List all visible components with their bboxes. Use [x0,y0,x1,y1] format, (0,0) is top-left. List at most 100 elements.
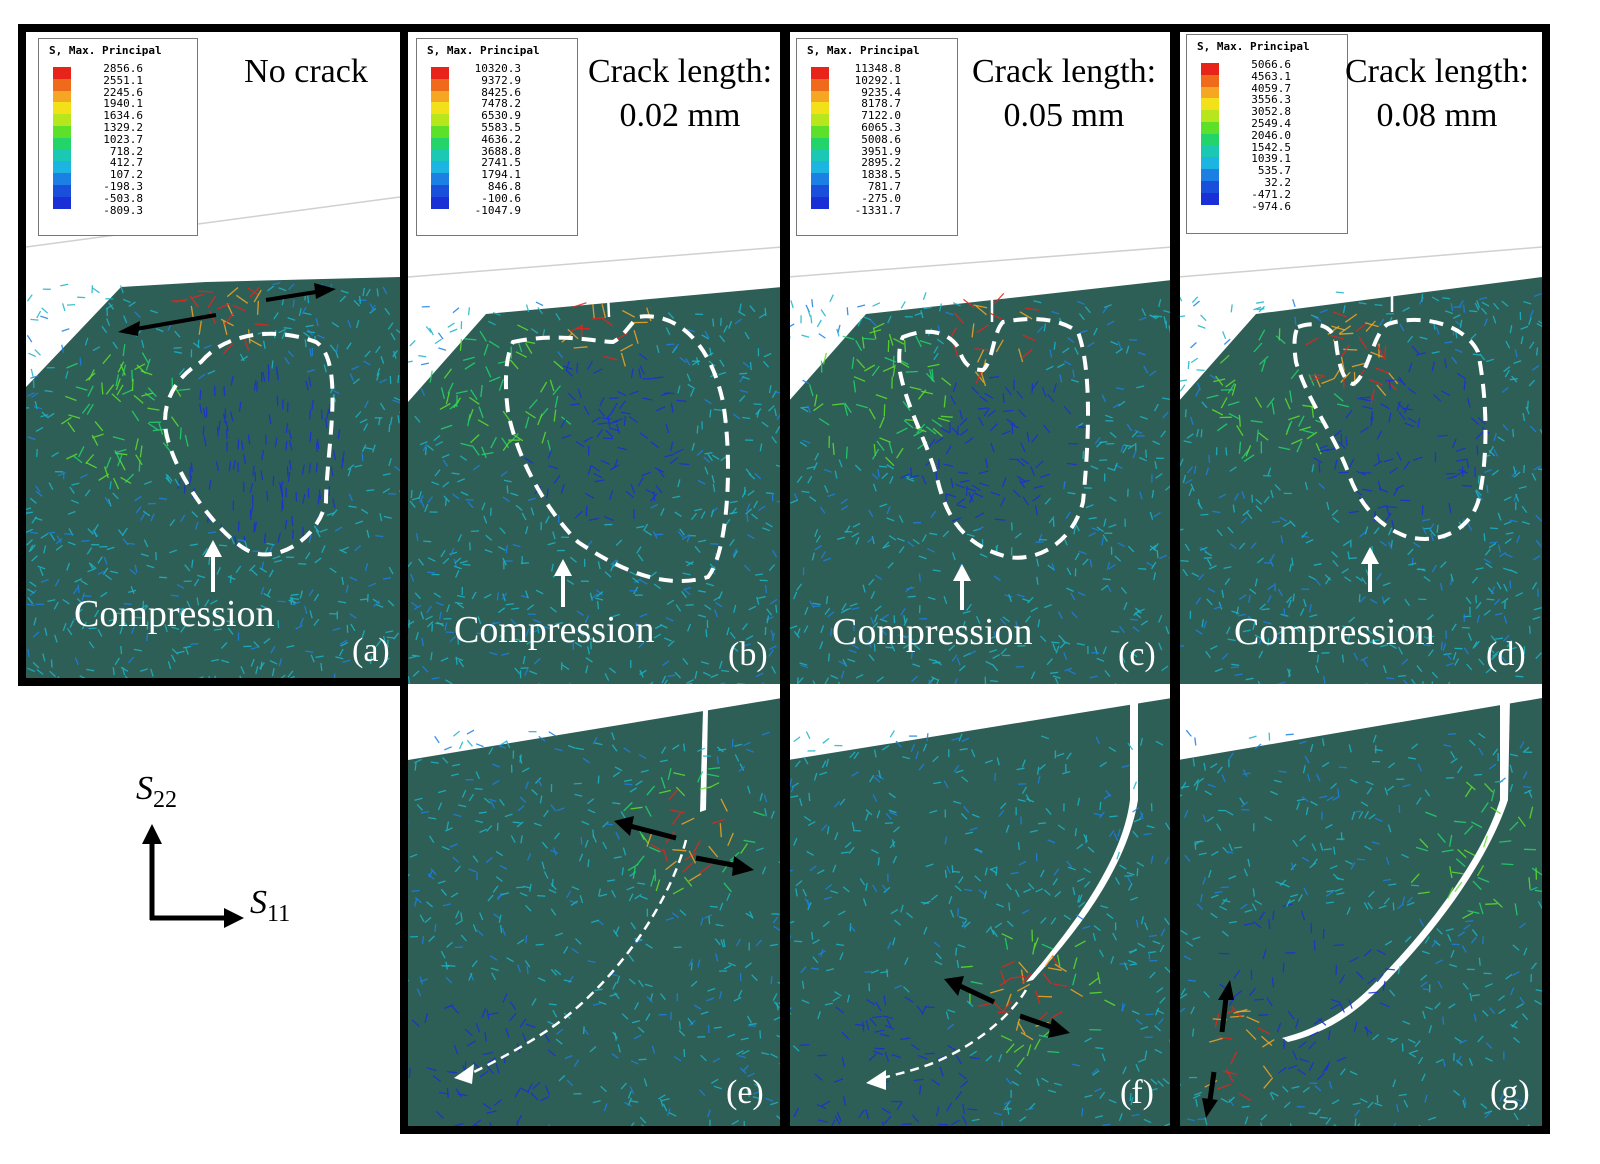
stress-vector [612,982,617,990]
stress-vector [1292,299,1296,307]
stress-vector [123,315,128,324]
stress-vector [1275,881,1284,886]
stress-vector [1383,878,1392,882]
stress-vector [1479,296,1488,301]
stress-vector [1199,893,1203,902]
stress-vector [390,332,396,341]
stress-vector [667,768,672,781]
stress-vector [901,1123,912,1126]
stress-vector [301,306,307,315]
stress-vector [1191,572,1200,578]
stress-vector [120,476,132,484]
stress-vector [27,596,34,605]
stress-vector [845,446,848,459]
stress-vector [864,812,870,821]
stress-vector [1016,475,1026,483]
stress-vector [431,676,440,680]
stress-vector [844,402,852,414]
stress-vector [1345,409,1353,419]
stress-vector [1370,410,1374,422]
caption-b: Crack length: 0.02 mm [580,50,780,138]
stress-vector [672,849,687,852]
stress-vector [1436,928,1443,935]
legend-swatch [53,78,71,91]
stress-vector [488,747,494,755]
stress-vector [1393,486,1400,497]
stress-vector [1240,517,1248,524]
stress-vector [1513,1037,1520,1044]
stress-vector [1245,444,1252,457]
stress-vector [414,415,421,423]
stress-vector [773,1016,782,1021]
stress-vector [1284,398,1291,410]
stress-vector [225,421,229,432]
stress-vector [1196,777,1205,784]
stress-vector [639,895,648,900]
stress-vector [461,789,467,798]
stress-vector [1511,375,1518,383]
stress-vector [638,353,648,361]
stress-vector [600,459,611,465]
stress-vector [1154,1025,1161,1032]
stress-vector [737,310,746,317]
stress-vector [933,352,939,361]
stress-vector [475,819,484,824]
stress-vector [638,979,644,988]
stress-vector [900,608,906,616]
stress-vector [309,432,312,443]
stress-vector [329,567,337,574]
stress-vector [1037,775,1041,784]
stress-vector [795,888,798,897]
stress-vector [842,1096,847,1107]
stress-vector [1448,681,1451,684]
stress-vector [1244,1116,1249,1125]
stress-vector [1042,972,1052,985]
stress-vector [684,852,697,861]
stress-vector [764,584,768,594]
stress-vector [851,606,860,611]
stress-vector [1088,517,1097,520]
stress-vector [1246,512,1253,520]
stress-vector [287,350,295,358]
stress-vector [1153,572,1157,581]
stress-vector [1191,1028,1195,1037]
stress-vector [610,563,615,572]
stress-vector [1195,388,1200,397]
stress-vector [502,440,511,451]
stress-vector [1230,1015,1245,1018]
stress-vector [430,761,439,764]
stress-vector [134,564,138,573]
stress-vector [956,425,959,436]
stress-vector [1514,349,1518,358]
stress-vector [855,339,863,352]
stress-vector [288,429,292,440]
stress-vector [1292,839,1299,847]
stress-vector [1467,910,1480,915]
stress-vector [253,641,260,648]
stress-vector [1135,1063,1140,1072]
stress-vector [1376,453,1381,464]
legend-swatch [1201,180,1219,193]
stress-vector [511,607,520,610]
stress-vector [995,339,1004,353]
stress-vector [47,599,56,603]
stress-vector [686,682,693,684]
stress-vector [1234,673,1243,677]
stress-vector [853,376,866,382]
stress-vector [315,318,319,327]
stress-vector [524,416,530,429]
stress-vector [872,1015,883,1019]
stress-vector [88,562,94,570]
stress-vector [1431,350,1440,354]
stress-vector [1308,575,1317,581]
stress-vector [1387,762,1396,769]
stress-vector [1020,442,1026,453]
stress-vector [1531,867,1542,876]
stress-vector [685,560,694,565]
stress-vector [636,546,642,554]
stress-vector [1453,1089,1461,1097]
stress-vector [432,1075,442,1083]
stress-vector [313,593,320,602]
